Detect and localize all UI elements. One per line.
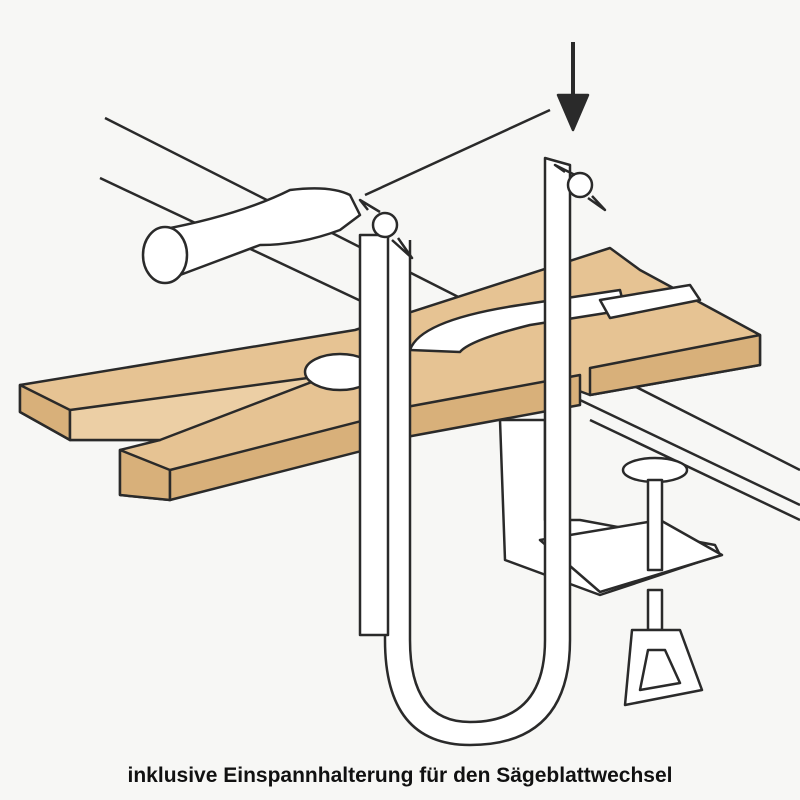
saw-handle (141, 187, 362, 285)
workbench-table (99, 116, 800, 522)
saw-frame (358, 108, 572, 747)
down-arrow-icon (556, 42, 590, 132)
wing-nut (358, 163, 607, 260)
caption: inklusive Einspannhalterung für den Säge… (127, 764, 673, 787)
table-clamp (498, 418, 724, 707)
